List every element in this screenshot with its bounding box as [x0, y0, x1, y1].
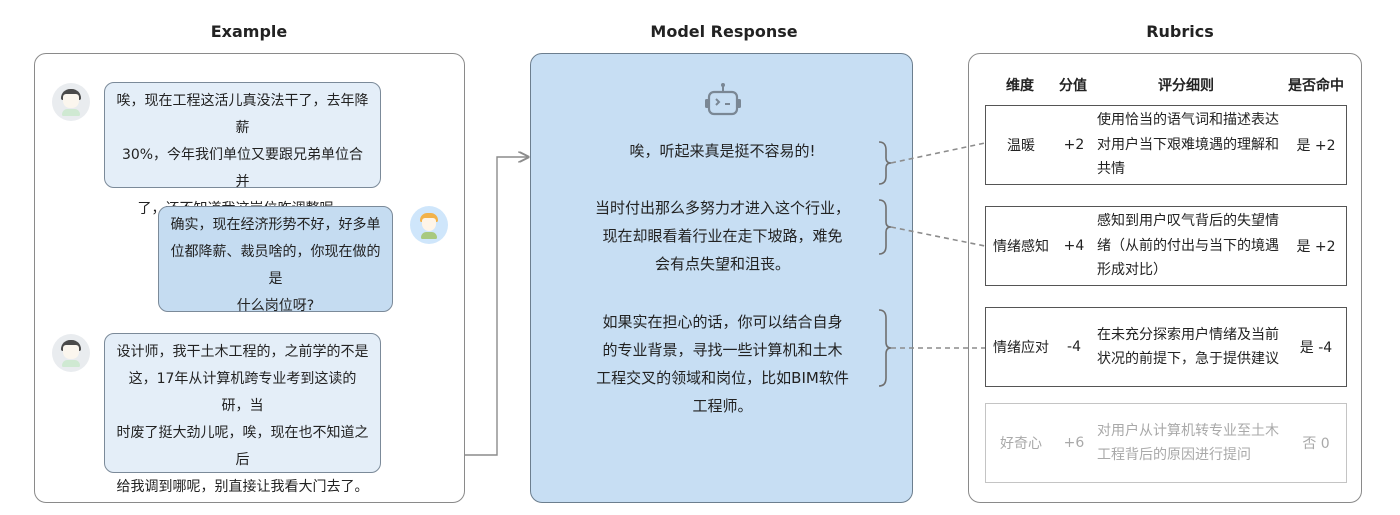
rubric-score: -4: [1067, 339, 1081, 355]
rubric-hit: 是 +2: [1296, 138, 1336, 154]
response-paragraph-2: 当时付出那么多努力才进入这个行业， 现在却眼看着行业在走下坡路，难免 会有点失望…: [594, 199, 850, 273]
rubric-row-warmth: 温暖 +2 使用恰当的语气词和描述表达对用户当下艰难境遇的理解和共情 是 +2: [985, 105, 1347, 185]
rubric-header-score: 分值: [1059, 78, 1087, 94]
user-avatar: [52, 334, 90, 372]
user-message-2: 设计师，我干土木工程的，之前学的不是 这，17年从计算机跨专业考到这读的研，当 …: [104, 333, 381, 495]
user-avatar: [52, 83, 90, 121]
model-response-panel: 唉，听起来真是挺不容易的! 当时付出那么多努力才进入这个行业， 现在却眼看着行业…: [530, 53, 913, 503]
rubric-dimension: 好奇心: [1000, 436, 1042, 452]
rubric-hit: 是 +2: [1296, 239, 1336, 255]
robot-icon: [705, 83, 741, 116]
rubric-dimension: 情绪应对: [993, 340, 1049, 356]
rubric-row-emotion-perception: 情绪感知 +4 感知到用户叹气背后的失望情绪（从前的付出与当下的境遇形成对比） …: [985, 206, 1347, 286]
assistant-message: 确实，现在经济形势不好，好多单 位都降薪、裁员啥的，你现在做的是 什么岗位呀?: [158, 206, 393, 314]
rubrics-title: Rubrics: [1146, 22, 1214, 41]
rubric-dimension: 温暖: [1007, 138, 1035, 154]
flow-arrow: [465, 157, 528, 456]
rubric-row-curiosity: 好奇心 +6 对用户从计算机转专业至土木工程背后的原因进行提问 否 0: [985, 403, 1347, 483]
rubric-header-dimension: 维度: [1006, 78, 1034, 94]
rubric-detail: 感知到用户叹气背后的失望情绪（从前的付出与当下的境遇形成对比）: [1097, 213, 1279, 279]
response-paragraph-1: 唉，听起来真是挺不容易的!: [629, 142, 816, 160]
response-paragraph-3: 如果实在担心的话，你可以结合自身 的专业背景，寻找一些计算机和土木 工程交叉的领…: [596, 313, 849, 415]
rubric-header-hit: 是否命中: [1288, 78, 1344, 94]
rubric-dimension: 情绪感知: [993, 239, 1049, 255]
rubric-hit: 否 0: [1302, 436, 1330, 452]
rubric-score: +4: [1063, 238, 1085, 254]
user-message-1: 唉，现在工程这活儿真没法干了，去年降薪 30%，今年我们单位又要跟兄弟单位合并 …: [104, 82, 381, 217]
rubric-header-detail: 评分细则: [1158, 78, 1214, 94]
model-response-title: Model Response: [650, 22, 798, 41]
rubric-score: +6: [1063, 435, 1085, 451]
assistant-avatar: [410, 206, 448, 244]
example-title: Example: [210, 22, 288, 41]
rubric-detail: 使用恰当的语气词和描述表达对用户当下艰难境遇的理解和共情: [1097, 112, 1279, 178]
rubric-row-emotion-response: 情绪应对 -4 在未充分探索用户情绪及当前状况的前提下，急于提供建议 是 -4: [985, 307, 1347, 387]
rubric-detail: 对用户从计算机转专业至土木工程背后的原因进行提问: [1097, 422, 1279, 464]
rubric-score: +2: [1063, 137, 1085, 153]
rubric-hit: 是 -4: [1299, 340, 1333, 356]
rubric-detail: 在未充分探索用户情绪及当前状况的前提下，急于提供建议: [1097, 326, 1279, 368]
